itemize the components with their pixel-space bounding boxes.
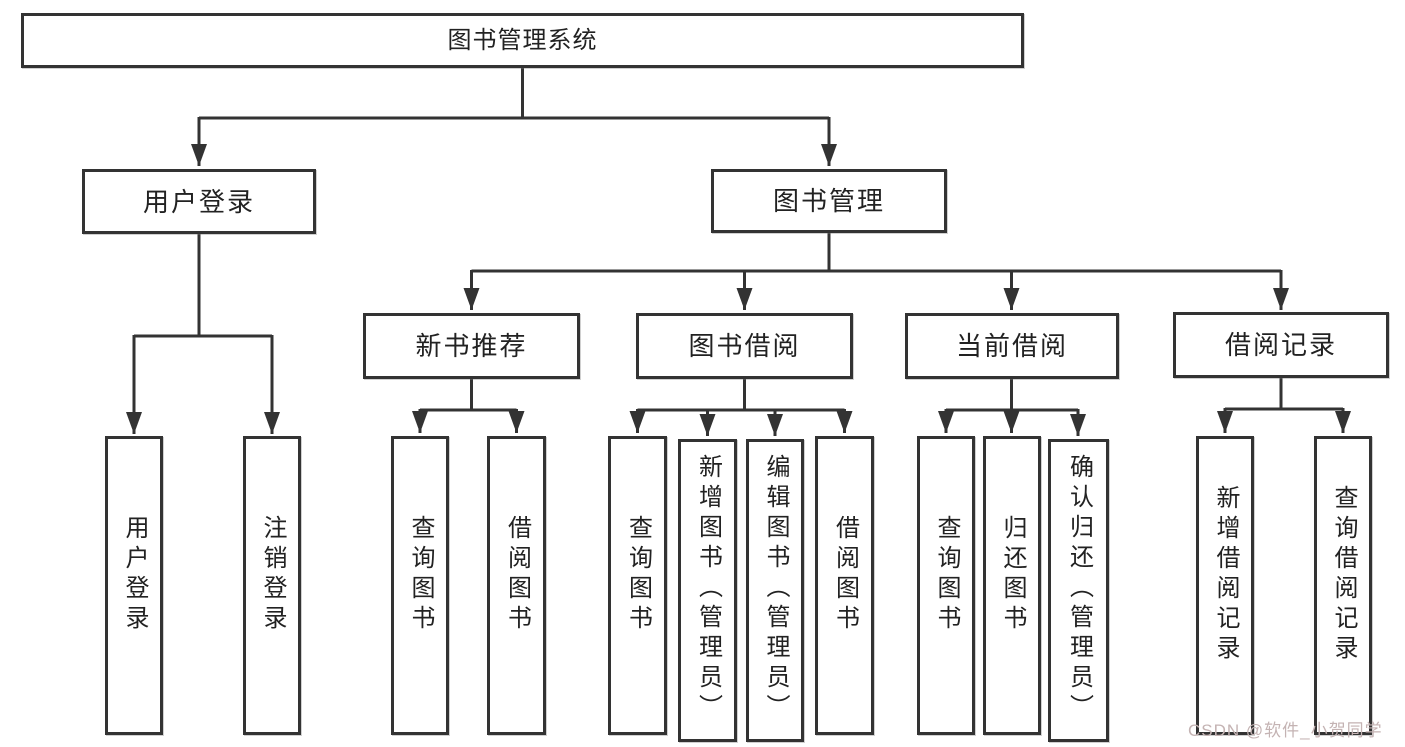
- edges-book-mgmt: [463, 233, 1289, 310]
- node-label: 编辑图书（管理员）: [762, 453, 789, 724]
- node-label: 用户登录: [121, 514, 148, 635]
- node-library-system: 图书管理系统: [21, 13, 1024, 68]
- edge-trunk: [420, 379, 517, 412]
- edge-trunk: [946, 379, 1078, 412]
- leaf-user-login: 用户登录: [105, 436, 163, 735]
- edges-root: [191, 68, 837, 166]
- node-label: 确认归还（管理员）: [1065, 453, 1093, 724]
- leaf-br-query-record: 查询借阅记录: [1314, 436, 1372, 735]
- leaf-cb-confirm-return: 确认归还（管理员）: [1048, 439, 1109, 742]
- leaf-nbr-query-books: 查询图书: [391, 436, 449, 735]
- node-label: 借阅记录: [1224, 330, 1337, 360]
- edge-trunk: [1225, 378, 1343, 411]
- leaf-nbr-borrow-books: 借阅图书: [487, 436, 546, 735]
- leaf-bb-query-books: 查询图书: [608, 436, 667, 735]
- leaf-bb-add-books: 新增图书（管理员）: [678, 439, 737, 742]
- node-new-book-rec: 新书推荐: [363, 313, 580, 379]
- node-label: 当前借阅: [955, 331, 1068, 361]
- edge-trunk: [134, 234, 272, 338]
- leaf-cb-query-books: 查询图书: [917, 436, 975, 735]
- node-user-login: 用户登录: [82, 169, 316, 234]
- node-label: 用户登录: [142, 186, 255, 217]
- edges-current-borrow: [938, 379, 1086, 436]
- leaf-cb-return-books: 归还图书: [983, 436, 1041, 735]
- edges-user-login: [126, 234, 280, 434]
- node-label: 图书管理: [772, 186, 885, 216]
- node-label: 归还图书: [999, 514, 1026, 635]
- node-label: 新增图书（管理员）: [694, 453, 722, 724]
- node-book-mgmt: 图书管理: [711, 169, 947, 233]
- node-label: 查询图书: [624, 514, 652, 635]
- edge-trunk: [637, 379, 845, 412]
- edges-borrow-records: [1217, 378, 1351, 433]
- edges-new-book-rec: [412, 379, 525, 433]
- edge-trunk: [199, 68, 829, 120]
- leaf-logout: 注销登录: [243, 436, 301, 735]
- node-label: 查询借阅记录: [1330, 484, 1357, 665]
- node-book-borrow: 图书借阅: [636, 313, 853, 379]
- edge-trunk: [471, 233, 1281, 273]
- leaf-bb-borrow-books: 借阅图书: [815, 436, 874, 735]
- leaf-br-add-record: 新增借阅记录: [1196, 436, 1254, 735]
- node-label: 查询图书: [933, 514, 960, 635]
- node-current-borrow: 当前借阅: [905, 313, 1119, 379]
- watermark: CSDN @软件_小贺同学: [1188, 721, 1383, 740]
- leaf-bb-edit-books: 编辑图书（管理员）: [746, 439, 804, 742]
- node-label: 借阅图书: [503, 514, 531, 635]
- node-label: 查询图书: [407, 514, 434, 635]
- node-label: 新增借阅记录: [1212, 484, 1239, 665]
- edges-book-borrow: [629, 379, 853, 436]
- node-label: 借阅图书: [831, 514, 859, 635]
- node-label: 图书管理系统: [447, 26, 598, 54]
- node-label: 新书推荐: [415, 331, 528, 361]
- node-borrow-records: 借阅记录: [1173, 312, 1389, 378]
- node-label: 图书借阅: [688, 331, 801, 361]
- node-label: 注销登录: [259, 514, 286, 635]
